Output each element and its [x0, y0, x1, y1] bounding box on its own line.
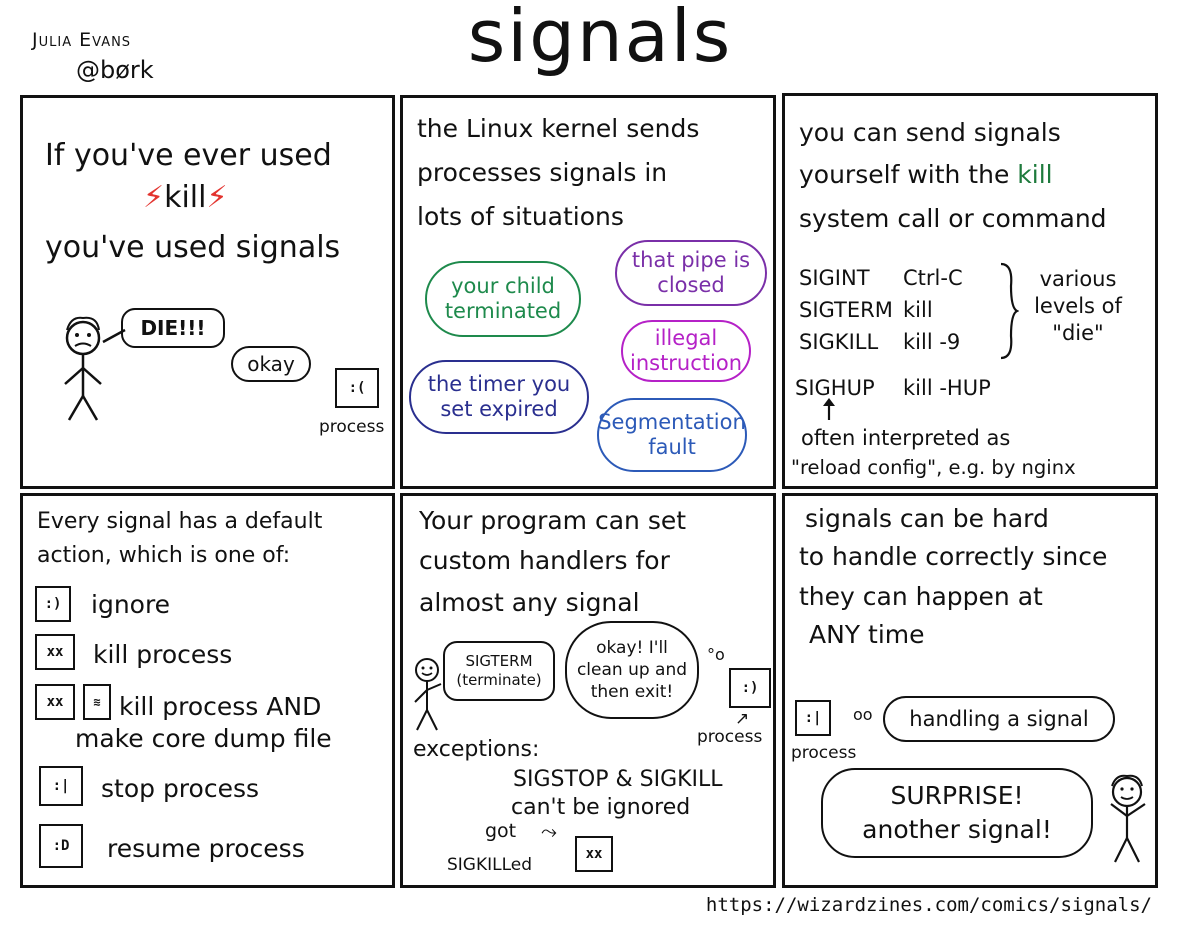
lightning-left-icon: ⚡ [143, 180, 165, 215]
panel6-line1: signals can be hard [805, 504, 1049, 533]
dead-face-icon: xx [35, 634, 75, 670]
sig-cmd: Ctrl-C [903, 266, 963, 290]
cloud-timer-expired: the timer you set expired [409, 360, 589, 434]
action-kill: kill process [93, 640, 233, 669]
dead-process-icon: xx [575, 836, 613, 872]
author-name: Julia Evans [32, 29, 132, 51]
panel1-line1: If you've ever used [45, 138, 332, 173]
happy-process-icon: :) [729, 668, 771, 708]
sig-cmd: kill [903, 298, 933, 322]
panel1-kill: kill [164, 180, 207, 215]
panel2-line3: lots of situations [417, 202, 624, 231]
reply-cloud: okay! I'll clean up and then exit! [565, 621, 699, 719]
panel5-exc1: SIGSTOP & SIGKILL [513, 767, 723, 792]
die-bubble: DIE!!! [121, 308, 225, 348]
action-stop: stop process [101, 774, 260, 803]
panel6-line2: to handle correctly since [799, 542, 1108, 571]
panel5-line3: almost any signal [419, 588, 640, 617]
panel3-note1: often interpreted as [801, 426, 1011, 450]
stick-figure-icon [64, 316, 126, 421]
panel1-line3: you've used signals [45, 230, 341, 265]
neutral-face-icon: :| [39, 766, 83, 806]
curved-arrow-icon: ⤳ [541, 819, 557, 843]
sighup-name: SIGHUP [795, 376, 875, 400]
sighup-cmd: kill -HUP [903, 376, 991, 400]
action-resume: resume process [107, 834, 305, 863]
happy-face-icon: :) [35, 586, 71, 622]
neutral-process-icon: :| [795, 700, 831, 736]
panel5-exceptions: exceptions: [413, 737, 540, 762]
panel3-line3: system call or command [799, 204, 1107, 233]
sig-row: SIGINT [799, 264, 870, 292]
cloud-pipe-closed: that pipe is closed [615, 240, 767, 306]
sig-name: SIGINT [799, 266, 870, 290]
thought-dots-icon: oo [853, 705, 873, 724]
panel1-kill-line: ⚡kill⚡ [143, 176, 228, 220]
panel-kernel: the Linux kernel sends processes signals… [400, 95, 776, 489]
panel-kill: If you've ever used ⚡kill⚡ you've used s… [20, 95, 395, 489]
handling-cloud: handling a signal [883, 696, 1115, 742]
panel3-line2: yourself with the kill [799, 154, 1053, 196]
panel-custom-handlers: Your program can set custom handlers for… [400, 493, 776, 888]
core-dump-file-icon: ≋ [83, 684, 111, 720]
source-url: https://wizardzines.com/comics/signals/ [705, 894, 1152, 916]
panel-hard-to-handle: signals can be hard to handle correctly … [782, 493, 1158, 888]
author-handle: @børk [76, 55, 154, 84]
arrow-up-icon [823, 398, 835, 420]
cloud-illegal-instruction: illegal instruction [621, 320, 751, 382]
comic-title: signals [467, 0, 733, 78]
arrow-icon: ↗ [735, 709, 750, 729]
panel3-line2-text: yourself with the [799, 160, 1010, 189]
okay-bubble: okay [231, 346, 311, 382]
panel6-line3: they can happen at [799, 582, 1043, 611]
panel2-line2: processes signals in [417, 158, 668, 187]
stick-figure-icon [414, 658, 442, 731]
panel5-exc2: can't be ignored [511, 795, 691, 820]
panel5-line2: custom handlers for [419, 546, 670, 575]
panel3-brace-note: various levels of "die" [1034, 267, 1122, 345]
panel4-line1: Every signal has a default [37, 509, 323, 534]
sig-name: SIGTERM [799, 298, 893, 322]
panel3-note2: "reload config", e.g. by nginx [791, 456, 1076, 479]
panel3-kill-word: kill [1017, 160, 1053, 189]
sigterm-bubble: SIGTERM (terminate) [443, 641, 555, 701]
action-kill-core-1: kill process AND [119, 692, 322, 721]
stick-figure-icon [1110, 774, 1146, 863]
surprise-bubble: SURPRISE! another signal! [821, 768, 1093, 858]
panel2-line1: the Linux kernel sends [417, 114, 700, 143]
panel5-sigkilled: SIGKILLed [447, 855, 533, 875]
panel6-process-label: process [791, 743, 857, 763]
sig-cmd: kill -9 [903, 330, 961, 354]
grinning-face-icon: :D [39, 824, 83, 868]
thought-dots-icon: °o [707, 645, 725, 664]
panel3-line1: you can send signals [799, 118, 1061, 147]
panel-default-actions: Every signal has a default action, which… [20, 493, 395, 888]
cloud-segfault: Segmentation fault [597, 398, 747, 472]
surprise-line2: another signal! [862, 815, 1052, 844]
action-ignore: ignore [91, 590, 171, 619]
lightning-right-icon: ⚡ [206, 180, 228, 215]
sad-process-icon: :( [335, 368, 379, 408]
sig-name: SIGKILL [799, 330, 879, 354]
cloud-child-terminated: your child terminated [425, 261, 581, 337]
panel1-process-label: process [319, 417, 385, 437]
dead-face-icon: xx [35, 684, 75, 720]
panel5-process-label: process [697, 727, 763, 747]
panel6-line4: ANY time [809, 620, 925, 649]
panel5-got: got [485, 820, 517, 842]
author-credit: Julia Evans @børk [32, 28, 154, 86]
brace-icon [1000, 262, 1019, 360]
panel5-line1: Your program can set [419, 506, 687, 535]
action-kill-core-2: make core dump file [75, 724, 332, 753]
panel4-line2: action, which is one of: [37, 543, 291, 568]
surprise-line1: SURPRISE! [890, 781, 1024, 810]
panel-send-signals: you can send signals yourself with the k… [782, 93, 1158, 489]
